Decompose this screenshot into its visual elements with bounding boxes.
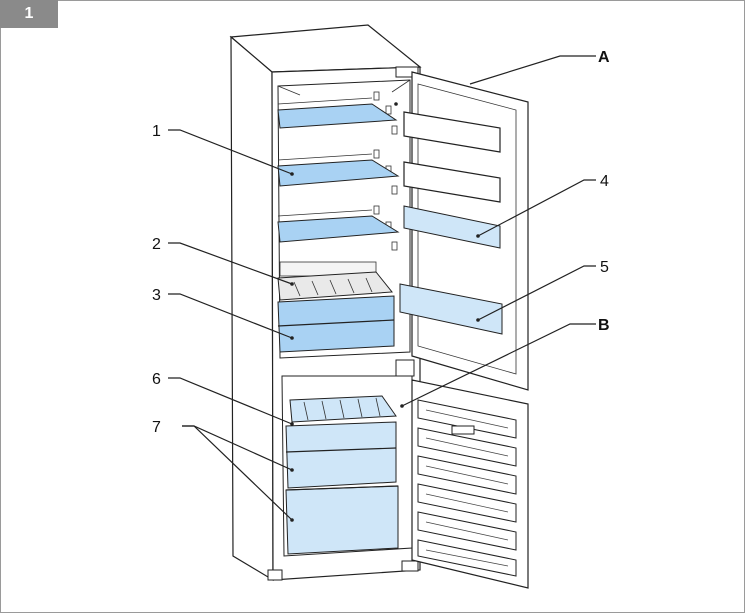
leader-dots [290,102,480,522]
leader-line-B [401,323,596,407]
figure-number-tab: 1 [0,0,58,28]
callout-7: 7 [152,419,161,436]
glass-shelf [277,103,398,129]
freezer-door [411,379,529,589]
freezer-drawer [285,485,399,555]
figure-number: 1 [24,5,34,22]
leader-line-2 [168,242,293,285]
door-shelf [403,205,501,249]
callout-5: 5 [600,259,609,276]
ice-tray [289,395,397,423]
cabinet-foot [267,569,283,581]
leader-line-7b [182,425,293,521]
leader-line-A [469,55,596,85]
freezer-contents [285,395,399,555]
cabinet-foot [401,560,419,572]
leader-line-5 [477,265,596,321]
callout-A: A [598,49,610,66]
fridge-door [399,71,529,391]
display-panel [451,425,475,435]
crisper-drawer-body [277,295,395,353]
leader-line-4 [477,179,596,237]
freezer-drawer [285,421,397,489]
callout-4: 4 [600,173,609,190]
callout-3: 3 [152,287,161,304]
leader-line-1 [168,129,293,175]
glass-shelf [277,215,400,243]
leader-line-6 [168,377,293,425]
glass-shelves [277,97,400,243]
door-balcony [403,111,501,153]
crisper-cover-shelf [277,261,393,301]
callout-6: 6 [152,371,161,388]
hinge [395,66,419,78]
crisper-cover [277,271,393,301]
callout-2: 2 [152,236,161,253]
cabinet-side [230,35,274,582]
door-balcony [403,161,501,203]
bottle-shelf [399,283,503,335]
leader-lines [168,55,596,521]
callout-1: 1 [152,123,161,140]
callout-B: B [598,317,610,334]
leader-line-3 [168,293,293,339]
crisper-drawer [277,295,395,353]
glass-shelf [277,159,400,187]
hinge [395,359,415,377]
